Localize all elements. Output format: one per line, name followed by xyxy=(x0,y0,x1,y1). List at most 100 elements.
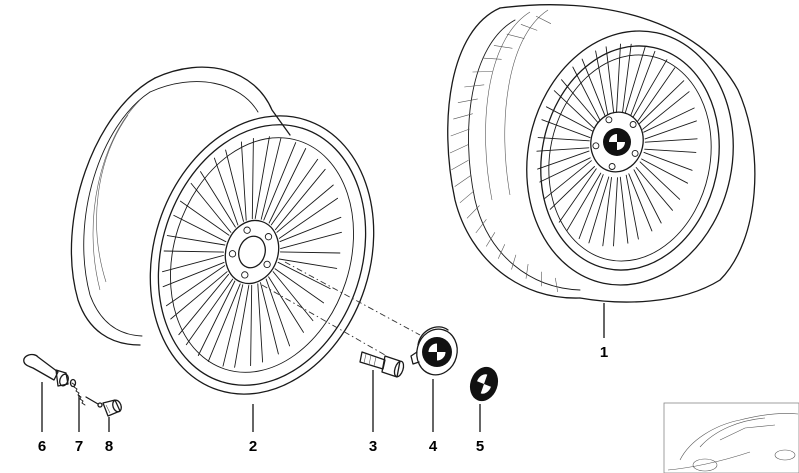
callout-6: 6 xyxy=(38,382,46,455)
spoke xyxy=(630,50,668,118)
callout-label-7: 7 xyxy=(75,438,83,455)
bolt-hole xyxy=(592,142,600,150)
callout-4: 4 xyxy=(429,379,438,455)
tread-groove xyxy=(535,15,552,24)
callout-label-8: 8 xyxy=(105,438,113,455)
tread-groove xyxy=(511,254,517,270)
tread-groove xyxy=(453,113,473,120)
spoke xyxy=(179,182,232,236)
bolt-circle xyxy=(592,116,639,170)
spoke xyxy=(268,148,319,226)
spoke xyxy=(633,167,673,224)
rim-drawing xyxy=(70,66,375,395)
spoke xyxy=(272,268,325,322)
spoke xyxy=(265,276,304,347)
tread-groove xyxy=(493,45,513,49)
hub-cap-drawing xyxy=(410,326,458,376)
spoke xyxy=(251,136,270,220)
tire-tread xyxy=(449,15,558,293)
callout-5: 5 xyxy=(476,404,484,455)
spoke xyxy=(225,141,247,222)
spoke xyxy=(536,147,590,170)
tread-groove xyxy=(451,159,469,171)
spoke xyxy=(207,283,244,367)
callout-1: 1 xyxy=(600,303,608,361)
spoke xyxy=(588,176,612,247)
emblem-drawing xyxy=(469,366,499,402)
callout-7: 7 xyxy=(75,395,83,455)
spoke xyxy=(561,66,601,123)
tread-groove xyxy=(459,190,475,204)
spoke xyxy=(277,258,338,290)
bolt-hole xyxy=(263,260,271,269)
spoke xyxy=(278,197,342,243)
spoke xyxy=(625,173,653,240)
spoke xyxy=(537,119,591,142)
spoke xyxy=(274,168,334,233)
spoke xyxy=(622,43,646,114)
spoke xyxy=(613,176,629,247)
spoke xyxy=(185,278,236,356)
bolt-hole xyxy=(243,226,251,234)
callout-label-3: 3 xyxy=(369,438,377,455)
bolt-hole xyxy=(608,163,616,170)
callout-3: 3 xyxy=(369,370,377,455)
callout-label-1: 1 xyxy=(600,344,608,361)
callout-label-2: 2 xyxy=(249,438,257,455)
tread-groove xyxy=(555,277,558,293)
tread-groove xyxy=(457,98,478,103)
tread-groove xyxy=(520,24,538,31)
spoke xyxy=(605,43,621,114)
tire-valve-drawing xyxy=(23,353,69,387)
bolt-circle xyxy=(228,226,273,279)
tread-groove xyxy=(482,57,502,60)
spoke xyxy=(234,284,253,368)
spoke xyxy=(162,261,226,307)
bolt-hole xyxy=(631,149,639,157)
tread-groove xyxy=(466,205,480,219)
car-thumbnail xyxy=(663,402,799,473)
valve-cap-drawing xyxy=(102,399,122,417)
tread-groove xyxy=(450,128,470,137)
tread-groove xyxy=(525,264,529,279)
bolt-hole xyxy=(228,250,237,258)
tread-groove xyxy=(454,175,471,187)
tread-groove xyxy=(506,33,525,39)
bolt-hole xyxy=(264,233,273,241)
callout-label-4: 4 xyxy=(429,438,438,455)
callout-2: 2 xyxy=(249,404,257,455)
spoke xyxy=(257,282,279,363)
assembly-line xyxy=(284,261,421,336)
spoke xyxy=(644,120,698,143)
tread-groove xyxy=(497,244,506,259)
spoke xyxy=(162,250,225,273)
wheel-emblem-icon xyxy=(603,128,631,156)
wheel-bolt-drawing xyxy=(359,351,405,378)
spoke xyxy=(643,148,697,171)
spoke xyxy=(549,166,597,223)
valve-core-drawing xyxy=(69,378,103,408)
complete-wheel-drawing xyxy=(447,4,756,303)
spoke xyxy=(639,158,689,200)
bolt-hole xyxy=(241,271,249,279)
tread-groove xyxy=(464,84,485,88)
callout-label-5: 5 xyxy=(476,438,484,455)
spoke-group xyxy=(162,136,342,368)
tread-groove xyxy=(485,232,496,247)
bolt-hole xyxy=(629,121,637,128)
spoke xyxy=(539,157,592,199)
spoke-group xyxy=(536,43,698,247)
tread-groove xyxy=(472,71,493,73)
spoke xyxy=(581,50,609,117)
spoke xyxy=(260,137,297,221)
tread-groove xyxy=(449,144,469,154)
callout-label-6: 6 xyxy=(38,438,46,455)
spoke xyxy=(642,91,695,133)
spoke xyxy=(166,214,227,246)
spoke xyxy=(200,157,239,228)
spoke xyxy=(279,231,342,254)
spoke xyxy=(545,90,595,132)
spoke xyxy=(637,67,685,124)
callout-8: 8 xyxy=(105,417,113,455)
